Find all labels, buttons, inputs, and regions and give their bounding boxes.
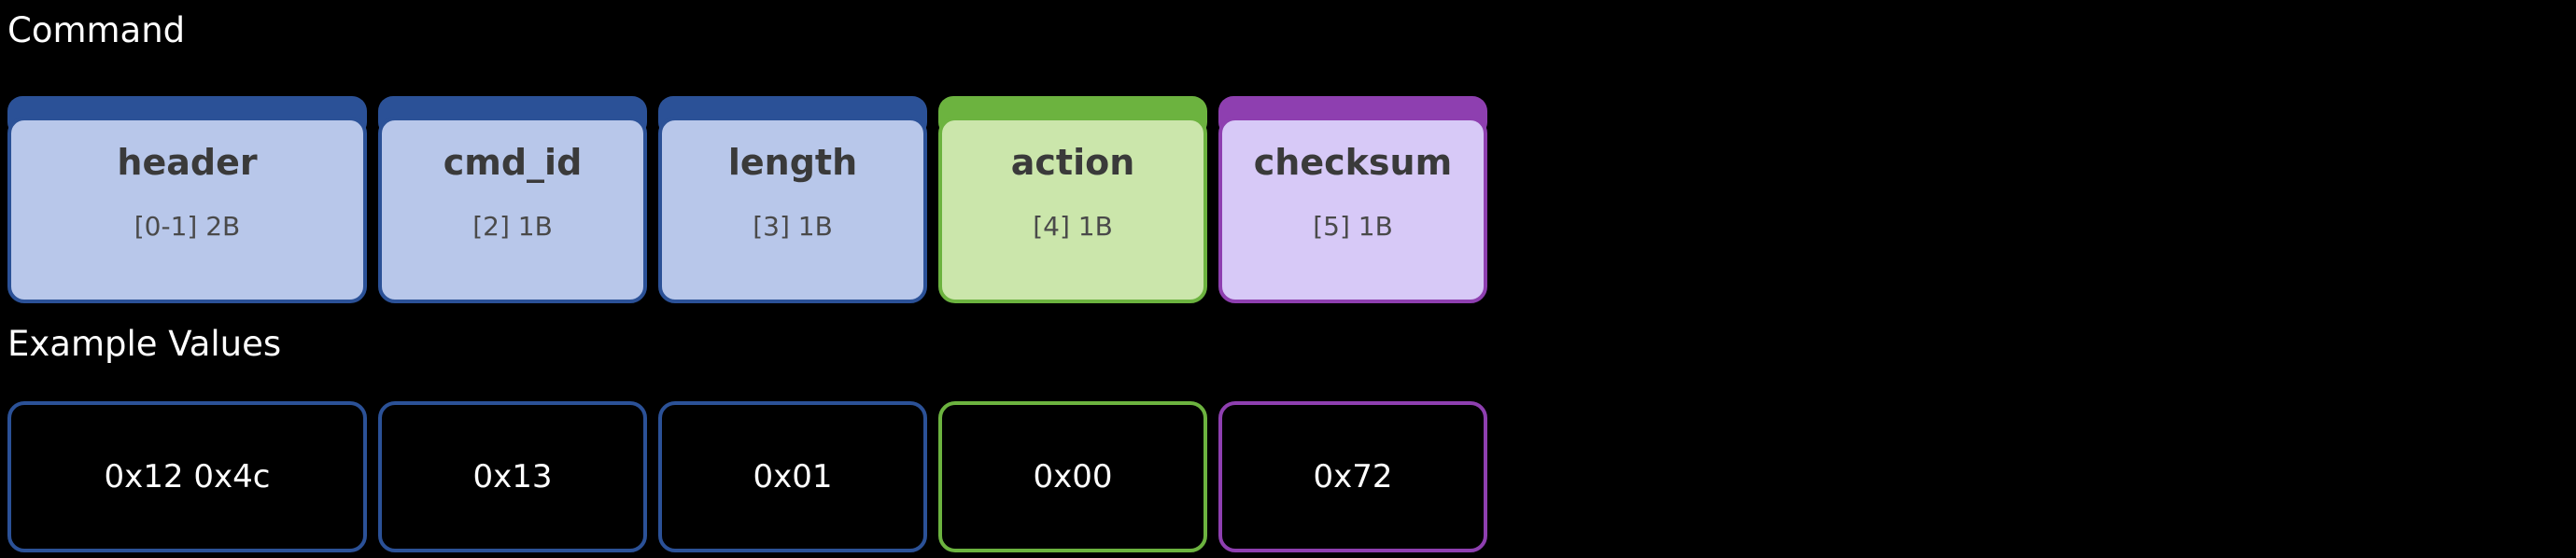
example-value-action-text: 0x00 (1033, 458, 1113, 495)
packet-field-header-body: header [0-1] 2B (7, 117, 367, 303)
example-value-action[interactable]: 0x00 (938, 401, 1207, 552)
packet-field-checksum-name: checksum (1253, 142, 1453, 183)
packet-field-action-name: action (1010, 142, 1135, 183)
packet-field-action-bytes: [4] 1B (1033, 210, 1113, 242)
packet-field-checksum-body: checksum [5] 1B (1218, 117, 1487, 303)
packet-field-checksum-bytes: [5] 1B (1313, 210, 1393, 242)
example-value-length-text: 0x01 (753, 458, 833, 495)
packet-field-header[interactable]: header [0-1] 2B (7, 96, 367, 303)
example-values-section-label: Example Values (7, 324, 282, 364)
packet-field-cmd-id-name: cmd_id (443, 142, 583, 183)
packet-field-length-name: length (727, 142, 858, 183)
packet-field-length[interactable]: length [3] 1B (658, 96, 927, 303)
example-value-header[interactable]: 0x12 0x4c (7, 401, 367, 552)
example-value-length[interactable]: 0x01 (658, 401, 927, 552)
example-value-checksum[interactable]: 0x72 (1218, 401, 1487, 552)
packet-field-action-body: action [4] 1B (938, 117, 1207, 303)
packet-field-length-bytes: [3] 1B (753, 210, 833, 242)
packet-field-cmd-id-bytes: [2] 1B (472, 210, 553, 242)
packet-field-header-name: header (117, 142, 258, 183)
example-value-cmd-id[interactable]: 0x13 (378, 401, 647, 552)
packet-field-checksum[interactable]: checksum [5] 1B (1218, 96, 1487, 303)
example-value-header-text: 0x12 0x4c (104, 458, 271, 495)
packet-field-cmd-id[interactable]: cmd_id [2] 1B (378, 96, 647, 303)
example-value-cmd-id-text: 0x13 (472, 458, 553, 495)
packet-field-action[interactable]: action [4] 1B (938, 96, 1207, 303)
packet-field-header-bytes: [0-1] 2B (134, 210, 241, 242)
packet-field-length-body: length [3] 1B (658, 117, 927, 303)
example-value-checksum-text: 0x72 (1313, 458, 1393, 495)
packet-field-cmd-id-body: cmd_id [2] 1B (378, 117, 647, 303)
command-section-label: Command (7, 10, 186, 50)
